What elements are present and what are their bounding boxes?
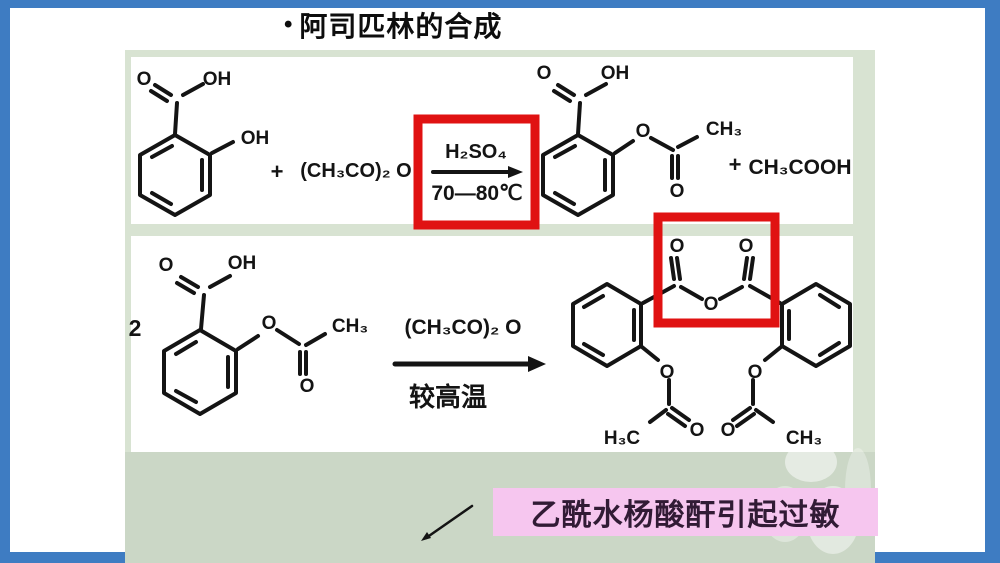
reaction-2-panel [131,236,853,452]
coefficient-label: 2 [129,315,142,341]
slide-border-left [0,0,10,563]
aspirin2-methyl-label: CH₃ [332,316,368,337]
anhydride-left-carbonyl-o-label: O [670,236,685,257]
salicylic-phenol-oh-label: OH [241,128,270,149]
aspirin1-carboxyl-o-label: O [537,63,552,84]
allergy-note-text: 乙酰水杨酸酐引起过敏 [530,499,841,532]
aspirin2-carboxyl-oh-label: OH [228,253,257,274]
reaction-1-arrowhead [508,166,523,178]
title-bullet: • [284,11,294,38]
salicylic-acid-structure [138,82,235,217]
reaction-2: 2 O OH O [129,212,852,449]
acetic-acid-formula: CH₃COOH [748,156,851,179]
anhydride-highlight-box [653,212,780,328]
plus-sign-2: + [729,152,742,177]
anhydride-left-methyl-label: H₃C [604,428,641,449]
aspirin1-methyl-label: CH₃ [706,119,742,140]
anhydride-right-methyl-label: CH₃ [786,428,822,449]
anhydride-right-ester-o-label: O [748,362,763,383]
condition-label: 较高温 [409,382,487,412]
slide-border-top [0,0,1000,8]
aspirin1-ester-o-label: O [636,121,651,142]
salicylic-carboxyl-oh-label: OH [203,69,232,90]
aspirin-reactant-structure [162,274,327,416]
aspirin2-carboxyl-o-label: O [159,255,174,276]
salicylic-carboxyl-o-label: O [137,69,152,90]
slide-title: • 阿司匹林的合成 [284,6,502,44]
reaction-1-panel [131,57,853,224]
anhydride-left-ester-o-label: O [660,362,675,383]
reaction-figure: O OH OH + (CH₃CO)₂ O H₂SO₄ 70—80℃ [125,50,878,563]
anhydride-right-carbonyl-o-label: O [739,236,754,257]
anhydride-right-acetyl-o-label: O [721,420,736,441]
acetic-anhydride-formula-2: (CH₃CO)₂ O [404,316,521,339]
temperature-label: 70—80℃ [431,182,522,205]
aspirin1-carboxyl-oh-label: OH [601,63,630,84]
anhydride-left-acetyl-o-label: O [690,420,705,441]
acetic-anhydride-formula-1: (CH₃CO)₂ O [300,160,411,182]
slide-border-right [985,0,1000,563]
reaction-2-arrowhead [528,356,546,372]
aspirin2-ester-o-label: O [262,313,277,334]
title-text: 阿司匹林的合成 [299,11,503,42]
reaction-diagram: O OH OH + (CH₃CO)₂ O H₂SO₄ 70—80℃ [129,63,871,554]
catalyst-label: H₂SO₄ [445,141,507,163]
anhydride-central-o-label: O [704,294,719,315]
anhydride-product-structure [571,256,852,428]
plus-sign-1: + [271,159,284,184]
reaction-1: O OH OH + (CH₃CO)₂ O H₂SO₄ 70—80℃ [137,63,852,230]
aspirin1-carbonyl-o-label: O [670,181,685,202]
aspirin2-carbonyl-o-label: O [300,376,315,397]
annotation-arrow [421,504,474,541]
aspirin-product-structure [541,82,699,217]
conditions-highlight-box [413,114,540,230]
allergy-note: 乙酰水杨酸酐引起过敏 [493,488,878,536]
